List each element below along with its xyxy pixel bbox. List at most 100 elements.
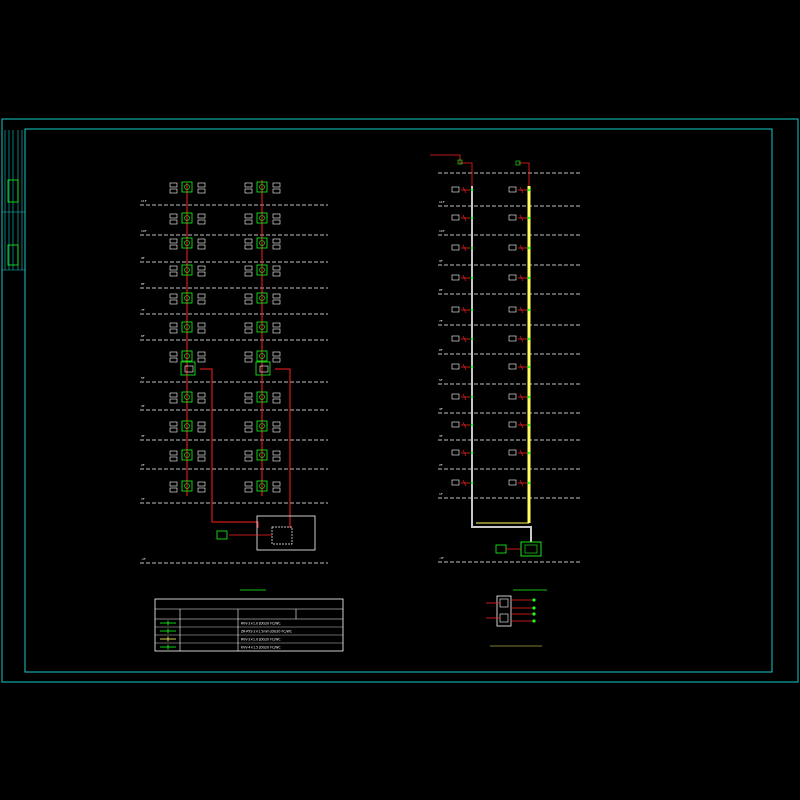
- branch-node: [527, 423, 531, 427]
- floor-device: [508, 363, 517, 370]
- module-symbol: [259, 394, 265, 400]
- floor-device: [508, 274, 517, 281]
- floor-module: [181, 212, 193, 224]
- terminal-device: [244, 238, 253, 244]
- terminal-device: [272, 265, 281, 271]
- module-symbol: [184, 324, 190, 330]
- legend-row-spec: RVV-2×1.0 JDG20 FC/WC: [241, 622, 281, 626]
- terminal-device: [197, 322, 206, 328]
- detail-terminal-box: [496, 595, 512, 627]
- floor-module: [256, 292, 268, 304]
- terminal-device: [272, 398, 281, 404]
- floor-module: [256, 181, 268, 193]
- floor-device: [508, 335, 517, 342]
- title-strip-mark: [7, 244, 19, 266]
- floor-label: -1F: [141, 557, 146, 561]
- branch-node: [470, 423, 474, 427]
- terminal-device: [197, 271, 206, 277]
- terminal-device: [272, 450, 281, 456]
- floor-label: 3F: [141, 434, 145, 438]
- terminal-device: [244, 265, 253, 271]
- floor-label: 1F: [141, 497, 145, 501]
- legend-row-spec: KVV-4×1.5 JDG20 FC/WC: [241, 646, 281, 650]
- interface-box: [255, 361, 271, 376]
- module-symbol: [184, 423, 190, 429]
- branch-node: [470, 395, 474, 399]
- branch-switch: [462, 335, 467, 343]
- branch-switch: [519, 244, 524, 252]
- floor-module: [181, 480, 193, 492]
- terminal-device: [197, 487, 206, 493]
- branch-node: [527, 337, 531, 341]
- source-terminal: [515, 160, 521, 166]
- terminal-device: [197, 238, 206, 244]
- floor-device: [451, 363, 460, 370]
- feeder-cable: [275, 368, 291, 528]
- terminal-device: [197, 398, 206, 404]
- detail-output-node: [532, 606, 536, 610]
- terminal-device: [244, 351, 253, 357]
- floor-module: [256, 391, 268, 403]
- terminal-device: [272, 421, 281, 427]
- branch-node: [470, 451, 474, 455]
- branch-node: [527, 481, 531, 485]
- module-symbol: [259, 240, 265, 246]
- terminal-device: [197, 213, 206, 219]
- terminal-device: [197, 351, 206, 357]
- meter-box: [495, 544, 507, 554]
- module-symbol: [259, 324, 265, 330]
- floor-label: 1F: [439, 492, 443, 496]
- terminal-device: [244, 427, 253, 433]
- terminal-device: [272, 238, 281, 244]
- terminal-device: [272, 427, 281, 433]
- terminal-device: [169, 271, 178, 277]
- terminal-device: [169, 182, 178, 188]
- module-symbol: [259, 353, 265, 359]
- terminal-device: [169, 398, 178, 404]
- branch-switch: [462, 214, 467, 222]
- distribution-box: [520, 541, 542, 557]
- floor-label: 2F: [141, 463, 145, 467]
- floor-label: 7F: [141, 308, 145, 312]
- module-symbol: [184, 483, 190, 489]
- terminal-detail: [486, 589, 547, 647]
- terminal-device: [169, 213, 178, 219]
- terminal-device: [169, 450, 178, 456]
- floor-label: 3F: [439, 434, 443, 438]
- terminal-device: [244, 328, 253, 334]
- terminal-device: [169, 357, 178, 363]
- interface-box-inner: [259, 365, 269, 373]
- terminal-device: [169, 487, 178, 493]
- floor-module: [256, 449, 268, 461]
- floor-device: [451, 186, 460, 193]
- branch-switch: [519, 335, 524, 343]
- detail-output-node: [532, 598, 536, 602]
- terminal-device: [169, 456, 178, 462]
- terminal-device: [169, 265, 178, 271]
- floor-module: [256, 321, 268, 333]
- floor-module: [256, 350, 268, 362]
- floor-label: -1F: [439, 556, 444, 560]
- terminal-device: [244, 487, 253, 493]
- floor-label: 10F: [439, 229, 445, 233]
- terminal-device: [244, 188, 253, 194]
- terminal-device: [244, 357, 253, 363]
- terminal-device: [272, 271, 281, 277]
- terminal-device: [244, 244, 253, 250]
- terminal-device: [197, 219, 206, 225]
- floor-device: [451, 449, 460, 456]
- terminal-device: [197, 450, 206, 456]
- floor-module: [256, 212, 268, 224]
- terminal-device: [272, 299, 281, 305]
- terminal-device: [169, 351, 178, 357]
- branch-node: [527, 246, 531, 250]
- floor-device: [508, 449, 517, 456]
- terminal-device: [244, 182, 253, 188]
- terminal-device: [272, 188, 281, 194]
- module-symbol: [259, 184, 265, 190]
- module-symbol: [184, 240, 190, 246]
- controller-unit: [271, 526, 293, 545]
- terminal-device: [244, 213, 253, 219]
